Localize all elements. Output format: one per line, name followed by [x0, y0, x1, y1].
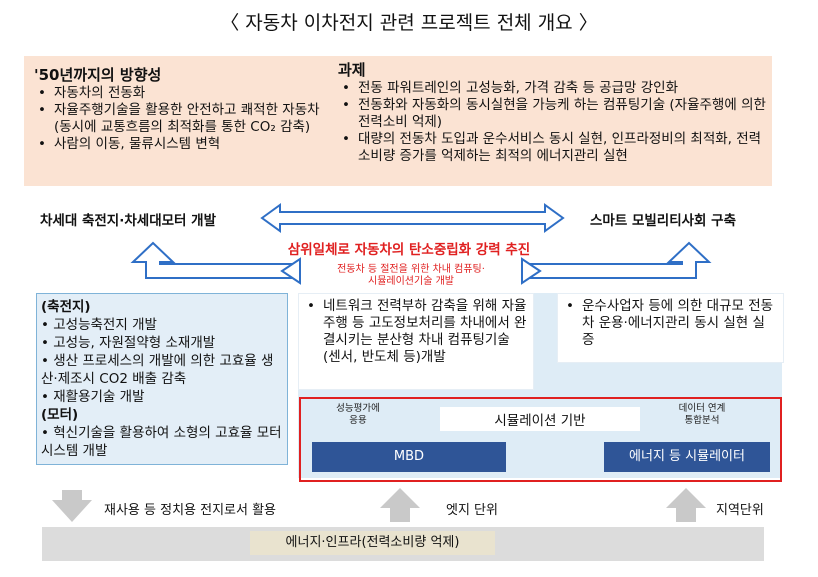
perf-eval-label: 성능평가에 응용	[336, 403, 380, 426]
direction-list: 자동차의 전동화 자율주행기술을 활용한 안전하고 쾌적한 자동차(동시에 교통…	[34, 85, 324, 153]
direction-item: 사람의 이동, 물류시스템 변혁	[34, 136, 324, 153]
battery-heading: (축전지)	[41, 299, 91, 315]
sim-base-label: 시뮬레이션 기반	[440, 407, 640, 431]
infra-label: 에너지·인프라(전력소비량 억제)	[250, 531, 495, 555]
reuse-label: 재사용 등 정치용 전지로서 활용	[104, 503, 277, 518]
page-title: 〈 자동차 이차전지 관련 프로젝트 전체 개요 〉	[220, 12, 598, 34]
direction-item: 자율주행기술을 활용한 안전하고 쾌적한 자동차(동시에 교통흐름의 최적화를 …	[34, 102, 324, 136]
battery-line: • 생산 프로세스의 개발에 의한 고효율 생산·제조시 CO2 배출 감축	[41, 353, 274, 387]
direction-item: 자동차의 전동화	[34, 85, 324, 102]
mobility-item: 운수사업자 등에 의한 대규모 전동차 운용·에너지관리 동시 실현 실증	[562, 298, 777, 349]
computing-label: 전동차 등 절전을 위한 차내 컴퓨팅· 시뮬레이션기술 개발	[337, 264, 485, 287]
tasks-list: 전동 파워트레인의 고성능화, 가격 감축 등 공급망 강인화 전동화와 자동화…	[338, 80, 768, 165]
tasks-section: 과제 전동 파워트레인의 고성능화, 가격 감축 등 공급망 강인화 전동화와 …	[338, 59, 768, 165]
up-arrow-regional	[666, 488, 706, 522]
center-right-head	[521, 257, 542, 285]
double-arrow-top	[260, 203, 565, 233]
left-up-arrow	[130, 241, 301, 279]
battery-line: • 고성능축전지 개발	[41, 317, 157, 333]
mobility-box: 운수사업자 등에 의한 대규모 전동차 운용·에너지관리 동시 실현 실증	[557, 293, 784, 363]
direction-heading: '50년까지의 방향성	[34, 66, 162, 84]
trinity-label: 삼위일체로 자동차의 탄소중립화 강력 추진	[287, 242, 531, 258]
computing-item: 네트워크 전력부하 감축을 위해 자율주행 등 고도정보처리를 차내에서 완결시…	[303, 298, 527, 366]
battery-line: • 재활용기술 개발	[41, 389, 145, 405]
tasks-heading: 과제	[338, 61, 366, 79]
regional-label: 지역단위	[716, 503, 764, 518]
smart-mobility-label: 스마트 모빌리티사회 구축	[590, 213, 737, 229]
battery-motor-box: (축전지) • 고성능축전지 개발 • 고성능, 자원절약형 소재개발 • 생산…	[36, 293, 288, 465]
direction-section: '50년까지의 방향성 자동차의 전동화 자율주행기술을 활용한 안전하고 쾌적…	[34, 64, 324, 153]
center-left-head	[280, 257, 301, 285]
mbd-box: MBD	[312, 442, 506, 472]
simulation-frame	[299, 397, 782, 482]
task-item: 전동 파워트레인의 고성능화, 가격 감축 등 공급망 강인화	[338, 80, 768, 97]
energy-simulator-box: 에너지 등 시뮬레이터	[604, 442, 770, 472]
down-arrow-reuse	[52, 490, 92, 522]
edge-label: 엣지 단위	[446, 503, 498, 518]
computing-box: 네트워크 전력부하 감축을 위해 자율주행 등 고도정보처리를 차내에서 완결시…	[298, 293, 534, 390]
task-item: 전동화와 자동화의 동시실현을 가능케 하는 컴퓨팅기술 (자율주행에 의한 전…	[338, 97, 768, 131]
right-up-arrow	[524, 241, 712, 279]
computing-list: 네트워크 전력부하 감축을 위해 자율주행 등 고도정보처리를 차내에서 완결시…	[299, 294, 533, 366]
battery-motor-label: 차세대 축전지·차세대모터 개발	[40, 213, 216, 229]
battery-line: • 고성능, 자원절약형 소재개발	[41, 335, 216, 351]
task-item: 대량의 전동차 도입과 운수서비스 동시 실현, 인프라정비의 최적화, 전력소…	[338, 131, 768, 165]
data-link-label: 데이터 연계 통합분석	[678, 403, 726, 426]
motor-line: • 혁신기술을 활용하여 소형의 고효율 모터시스템 개발	[41, 425, 282, 459]
mobility-list: 운수사업자 등에 의한 대규모 전동차 운용·에너지관리 동시 실현 실증	[558, 294, 783, 349]
up-arrow-edge	[380, 488, 420, 522]
motor-heading: (모터)	[41, 407, 79, 423]
